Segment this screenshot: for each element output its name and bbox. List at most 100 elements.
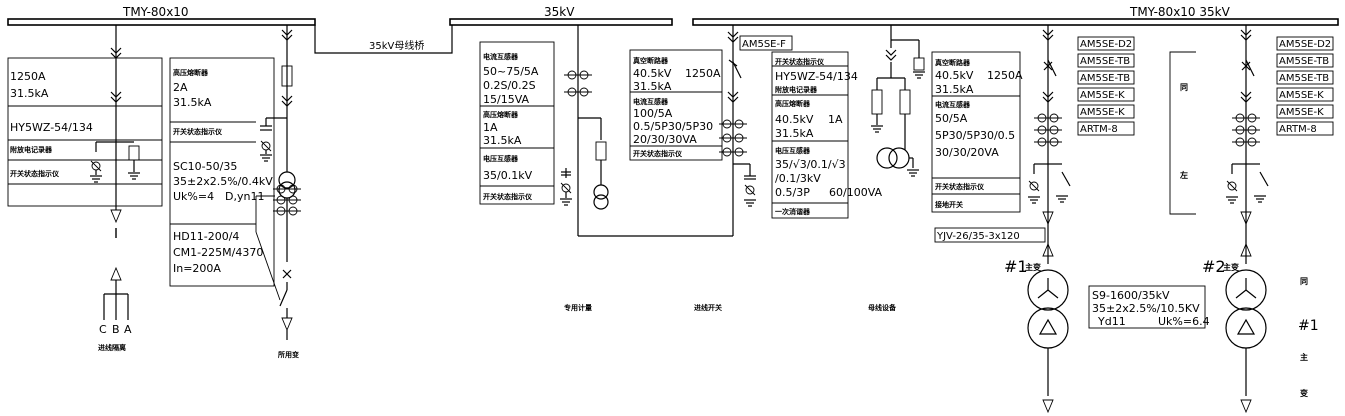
transformer-group: Yd11	[1097, 315, 1126, 328]
bus-right-label: TMY-80x10 35kV	[1129, 5, 1231, 19]
ct-ratio: 100/5A	[633, 107, 673, 120]
same-as-left-bottom: 左	[1179, 170, 1188, 180]
indicator-label: 开关状态指示仪	[173, 127, 223, 136]
pt-title: 电压互感器	[483, 154, 519, 163]
indicator-label: 开关状态指示仪	[935, 182, 985, 191]
arrester-model: HY5WZ-54/134	[775, 70, 858, 83]
relay-item: AM5SE-TB	[1279, 73, 1329, 84]
breaker-voltage: 40.5kV	[633, 67, 672, 80]
fuse-title: 高压熔断器	[483, 110, 519, 119]
ct-va: 15/15VA	[483, 93, 530, 106]
ct-title: 电流互感器	[483, 52, 519, 61]
indicator-label: 开关状态指示仪	[633, 149, 683, 158]
bus-middle-label: 35kV	[544, 5, 575, 19]
panel-caption: 所用变	[278, 350, 299, 359]
indicator-label: 开关状态指示仪	[483, 192, 533, 201]
ct-title: 电流互感器	[935, 100, 971, 109]
cable-label: YJV-26/35-3x120	[936, 231, 1020, 242]
indicator-label: 开关状态指示仪	[775, 57, 825, 66]
transformer-tag-text: 主变	[1223, 262, 1239, 272]
panel-station-transformer: 高压熔断器 2A 31.5kA 开关状态指示仪 SC10-50/35 35±2x…	[169, 25, 302, 359]
transformer-tag-number: #2	[1202, 257, 1226, 276]
ct-va: 30/30/20VA	[935, 146, 999, 159]
pt-class: 0.5/3P	[775, 186, 810, 199]
relay-list: AM5SE-D2 AM5SE-TB AM5SE-TB AM5SE-K AM5SE…	[1077, 36, 1135, 136]
short-circuit-rating: 31.5kA	[10, 87, 49, 100]
side-note-3: 主	[1300, 352, 1308, 362]
breaker-current: 1250A	[987, 69, 1023, 82]
pt-ratio: 35/0.1kV	[483, 169, 533, 182]
phase-a: A	[124, 323, 132, 336]
arrester-label: 附放电记录器	[775, 85, 818, 94]
fuse-title: 高压熔断器	[173, 68, 209, 77]
relay-item: AM5SE-K	[1279, 107, 1324, 118]
panel-transformer-2: 同 左 AM5SE-D2 AM5SE-TB AM5SE-TB AM5SE-K A…	[1169, 25, 1334, 414]
fuse-break: 31.5kA	[483, 134, 522, 147]
ct-va: 20/30/30VA	[633, 133, 697, 146]
relay-item: ARTM-8	[1279, 124, 1317, 135]
transformer-tag-text: 主变	[1025, 262, 1041, 272]
panel-caption: 进线开关	[694, 303, 722, 312]
panel-bus-pt: 开关状态指示仪 HY5WZ-54/134 附放电记录器 高压熔断器 40.5kV…	[771, 25, 926, 312]
indicator-label: 开关状态指示仪	[10, 169, 60, 178]
ct-title: 电流互感器	[633, 97, 669, 106]
rated-current: 1250A	[10, 70, 46, 83]
panel-caption: 专用计量	[564, 303, 592, 312]
ct-ratio: 50/5A	[935, 112, 968, 125]
breaker-title: 真空断路器	[935, 58, 971, 67]
transformer-uk: Uk%=6.4	[1158, 315, 1210, 328]
fuse-break: 31.5kA	[775, 127, 814, 140]
ct-class: 0.2S/0.2S	[483, 79, 536, 92]
bus-tie-label: 35kV母线桥	[369, 39, 424, 52]
panel-transformer-1: 真空断路器 40.5kV 1250A 31.5kA 电流互感器 50/5A 5P…	[931, 25, 1210, 414]
side-note-2: #1	[1298, 318, 1319, 334]
ct-ratio: 50~75/5A	[483, 65, 539, 78]
bus-left: TMY-80x10	[7, 5, 316, 26]
transformer-model: SC10-50/35	[173, 160, 237, 173]
relay-item: AM5SE-D2	[1080, 39, 1132, 50]
transformer-uk: Uk%=4	[173, 190, 214, 203]
resonance-label: 一次消谐器	[775, 207, 811, 216]
pt-va: 60/100VA	[829, 186, 883, 199]
breaker-title: 真空断路器	[633, 56, 669, 65]
bus-middle: 35kV	[449, 5, 673, 26]
side-note-4: 变	[1300, 388, 1308, 398]
arrester-model: HY5WZ-54/134	[10, 121, 93, 134]
earth-switch-label: 接地开关	[935, 200, 963, 209]
phase-c: C	[99, 323, 107, 336]
relay-item: ARTM-8	[1080, 124, 1118, 135]
panel-caption: 进线隔离	[98, 343, 126, 352]
transformer-tag-number: #1	[1004, 257, 1028, 276]
fuse-voltage: 40.5kV	[775, 113, 814, 126]
panel-caption: 母线设备	[868, 303, 897, 312]
pt-ratio-2: /0.1/3kV	[775, 172, 821, 185]
transformer-ratio: 35±2x2.5%/10.5KV	[1092, 302, 1200, 315]
relay-item: AM5SE-K	[1080, 107, 1125, 118]
breaker-current: 1250A	[685, 67, 721, 80]
fuse-current: 1A	[828, 113, 843, 126]
fuse-title: 高压熔断器	[775, 99, 811, 108]
pt-title: 电压互感器	[775, 146, 811, 155]
breaker-voltage: 40.5kV	[935, 69, 974, 82]
breaker-break: 31.5kA	[633, 80, 672, 93]
transformer-model: S9-1600/35kV	[1092, 289, 1170, 302]
phase-b: B	[112, 323, 120, 336]
switch-2: CM1-225M/4370	[173, 246, 263, 259]
fuse-current: 2A	[173, 81, 188, 94]
fuse-break: 31.5kA	[173, 96, 212, 109]
relay-label: AM5SE-F	[742, 39, 786, 50]
breaker-break: 31.5kA	[935, 83, 974, 96]
panel-incoming: 1250A 31.5kA HY5WZ-54/134 附放电记录器 开关状态指示仪…	[7, 25, 163, 352]
arrester-label: 附放电记录器	[10, 145, 53, 154]
relay-item: AM5SE-K	[1279, 90, 1324, 101]
bus-tie: 35kV母线桥	[314, 25, 453, 54]
switch-1: HD11-200/4	[173, 230, 239, 243]
bus-right: TMY-80x10 35kV	[692, 5, 1339, 26]
side-note-1: 同	[1300, 277, 1308, 286]
ct-class: 5P30/5P30/0.5	[935, 129, 1015, 142]
panel-incoming-switch: 真空断路器 40.5kV 1250A 31.5kA 电流互感器 100/5A 0…	[629, 25, 793, 312]
panel-metering: 电流互感器 50~75/5A 0.2S/0.2S 15/15VA 高压熔断器 1…	[479, 25, 733, 312]
fuse-current: 1A	[483, 121, 498, 134]
relay-item: AM5SE-K	[1080, 90, 1125, 101]
